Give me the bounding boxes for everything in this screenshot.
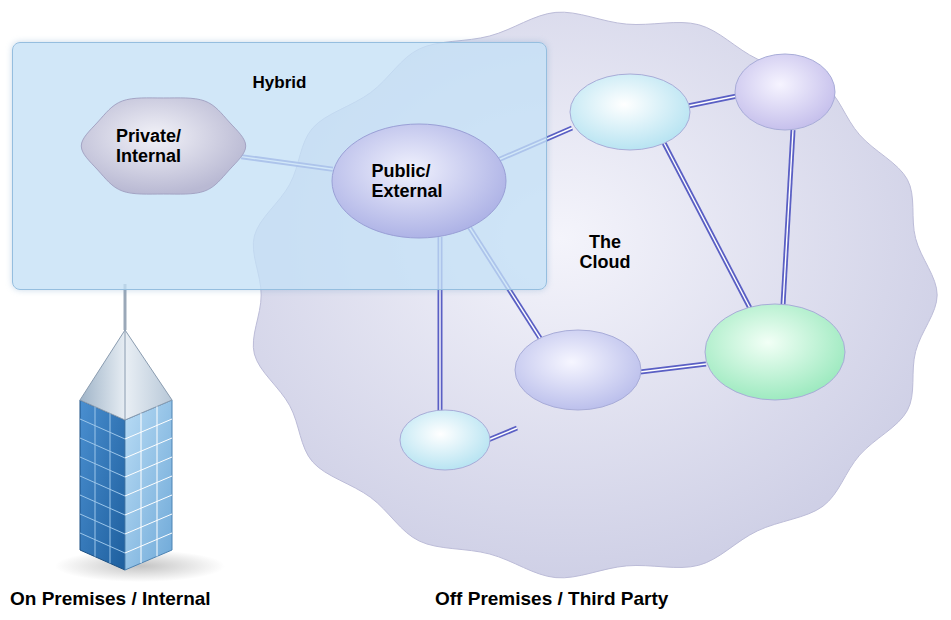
building-right-face: [125, 400, 172, 570]
network-link-core: [688, 96, 737, 106]
premises-label: Off Premises / Third Party: [435, 588, 668, 610]
window-line: [125, 533, 172, 553]
network-link: [664, 143, 752, 312]
window-line: [80, 495, 125, 515]
hybrid-box: HybridPrivate/ InternalPublic/ External: [12, 42, 547, 290]
node-label: The Cloud: [565, 232, 645, 272]
building-left-face: [80, 400, 125, 570]
network-link-core: [488, 428, 517, 440]
cloud-outline: [253, 12, 937, 578]
cloud-service-node: [400, 410, 490, 470]
window-line: [95, 407, 96, 557]
window-line: [80, 419, 125, 439]
building-windows: [80, 406, 172, 563]
node-label: Private/ Internal: [116, 126, 211, 166]
private-cloud: Private/ Internal: [71, 86, 256, 206]
window-line: [157, 406, 158, 556]
window-line: [125, 457, 172, 477]
window-line: [125, 476, 172, 496]
public-ellipse: Public/ External: [331, 123, 507, 239]
building-roof: [80, 330, 172, 420]
window-line: [80, 438, 125, 458]
network-link-core: [640, 364, 706, 372]
network-link: [438, 237, 443, 411]
network-link: [468, 225, 540, 338]
window-line: [80, 457, 125, 477]
node-label: Public/ External: [372, 161, 467, 201]
node-label: Hybrid: [13, 73, 546, 92]
network-link: [640, 364, 706, 372]
network-link-core: [498, 128, 572, 160]
building-spire: [124, 284, 127, 330]
cloud-service-node: [705, 304, 845, 400]
network-link-core: [439, 237, 440, 411]
cloud-service-node: [515, 330, 641, 410]
ellipse-outline: [332, 124, 506, 238]
window-line: [125, 495, 172, 515]
network-link-core: [664, 143, 752, 312]
window-line: [80, 476, 125, 496]
building-roof-ridge: [125, 330, 126, 420]
network-link-core: [468, 225, 540, 338]
cloud-outline: [81, 98, 245, 194]
cloud-service-node: [570, 74, 690, 150]
network-link: [488, 428, 517, 440]
cloud-service-node: [735, 54, 835, 130]
network-link: [688, 96, 737, 106]
premises-label: On Premises / Internal: [10, 588, 211, 610]
window-line: [141, 413, 142, 563]
window-line: [80, 533, 125, 553]
window-line: [80, 514, 125, 534]
window-line: [125, 419, 172, 439]
window-line: [125, 514, 172, 534]
network-link: [783, 130, 793, 305]
network-link-core: [783, 130, 793, 305]
window-line: [110, 413, 111, 563]
window-line: [125, 438, 172, 458]
network-link: [498, 128, 572, 160]
